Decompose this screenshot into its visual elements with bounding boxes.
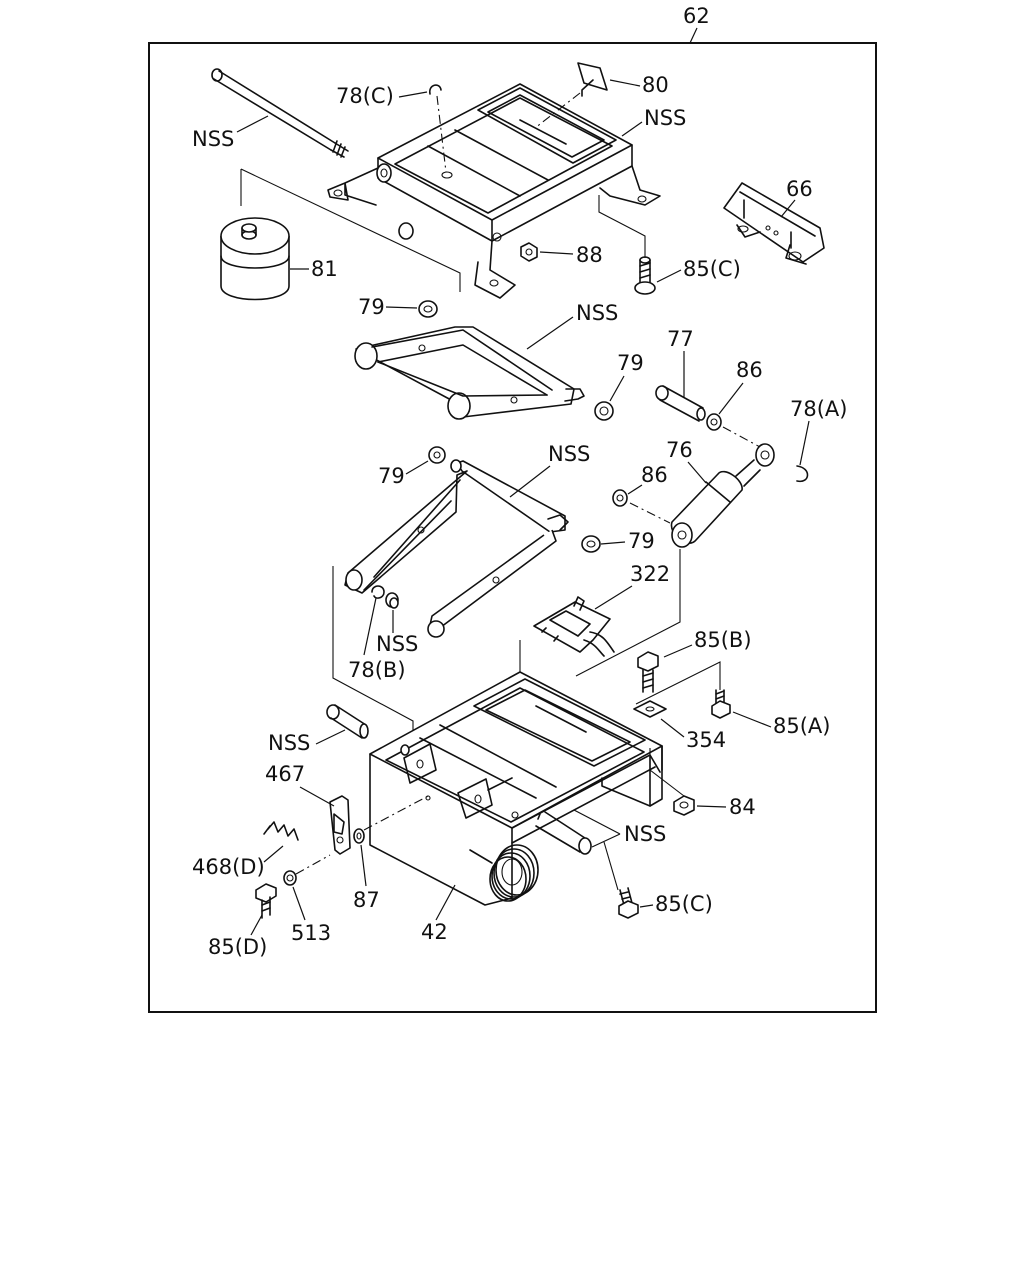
part-85a-bolt: [711, 689, 731, 719]
part-84-nut: [673, 795, 695, 816]
part-468d-spring: [263, 821, 299, 841]
label-79b: 79: [617, 351, 644, 375]
part-85d-bolt: [255, 883, 277, 919]
part-81-damper: [220, 217, 290, 301]
nss-pins: [535, 811, 592, 855]
label-nss-bushing: NSS: [376, 632, 418, 656]
label-nss-pins: NSS: [624, 822, 666, 846]
label-nss-top-frame: NSS: [644, 106, 686, 130]
part-87-washer: [353, 828, 365, 844]
diagram-border: [148, 42, 877, 1013]
label-86a: 86: [736, 358, 763, 382]
part-79a-bushing: [418, 300, 438, 318]
label-79d: 79: [628, 529, 655, 553]
label-nss-upper-arm: NSS: [576, 301, 618, 325]
label-80: 80: [642, 73, 669, 97]
upper-scissor-arm: [354, 326, 585, 420]
label-88: 88: [576, 243, 603, 267]
label-354: 354: [686, 728, 726, 752]
label-78b: 78(B): [348, 658, 406, 682]
part-78b-clip: [371, 585, 385, 599]
label-513: 513: [291, 921, 331, 945]
label-85a: 85(A): [773, 714, 830, 738]
part-77-pin: [655, 385, 706, 422]
label-78c: 78(C): [336, 84, 394, 108]
part-88-nut: [520, 242, 538, 262]
label-79a: 79: [358, 295, 385, 319]
long-rod: [211, 68, 349, 158]
top-seat-frame: [327, 83, 661, 299]
part-66-bracket: [723, 182, 825, 265]
part-467-latch-plate: [329, 795, 351, 855]
label-85b: 85(B): [694, 628, 752, 652]
label-nss-bolt: NSS: [268, 731, 310, 755]
part-354-plate: [633, 700, 667, 718]
label-85c-top: 85(C): [683, 257, 741, 281]
label-76: 76: [666, 438, 693, 462]
base-coil-spring: [469, 844, 539, 902]
part-78a-clip: [796, 465, 809, 483]
label-322: 322: [630, 562, 670, 586]
label-85d: 85(D): [208, 935, 267, 959]
part-85b-bolt: [637, 651, 659, 693]
part-85c-bottom-bolt: [618, 887, 639, 919]
part-79b-bushing: [594, 401, 614, 421]
label-78a: 78(A): [790, 397, 847, 421]
label-77: 77: [667, 327, 694, 351]
assembly-number-leader: [689, 27, 698, 44]
label-84: 84: [729, 795, 756, 819]
label-85c-bottom: 85(C): [655, 892, 713, 916]
label-66: 66: [786, 177, 813, 201]
label-468d: 468(D): [192, 855, 265, 879]
assembly-number-label: 62: [683, 4, 710, 28]
part-513-washer: [283, 870, 297, 886]
part-76-shock-absorber: [670, 443, 775, 548]
part-42-base-frame: [369, 671, 663, 906]
part-79c-bushing: [428, 446, 446, 464]
nss-small-bushing: [385, 592, 399, 609]
label-42: 42: [421, 920, 448, 944]
part-80-bracket: [577, 62, 608, 97]
part-322-switch: [533, 596, 615, 657]
nss-bolt: [326, 704, 369, 739]
label-nss-rod: NSS: [192, 127, 234, 151]
label-467: 467: [265, 762, 305, 786]
label-81: 81: [311, 257, 338, 281]
part-86b-washer: [612, 489, 628, 507]
label-nss-lower-arm: NSS: [548, 442, 590, 466]
part-86a-washer: [706, 413, 722, 431]
part-85c-top-bolt: [634, 256, 656, 295]
label-87: 87: [353, 888, 380, 912]
part-78c-clip: [429, 84, 442, 95]
label-79c: 79: [378, 464, 405, 488]
label-86b: 86: [641, 463, 668, 487]
part-79d-bushing: [581, 535, 601, 553]
